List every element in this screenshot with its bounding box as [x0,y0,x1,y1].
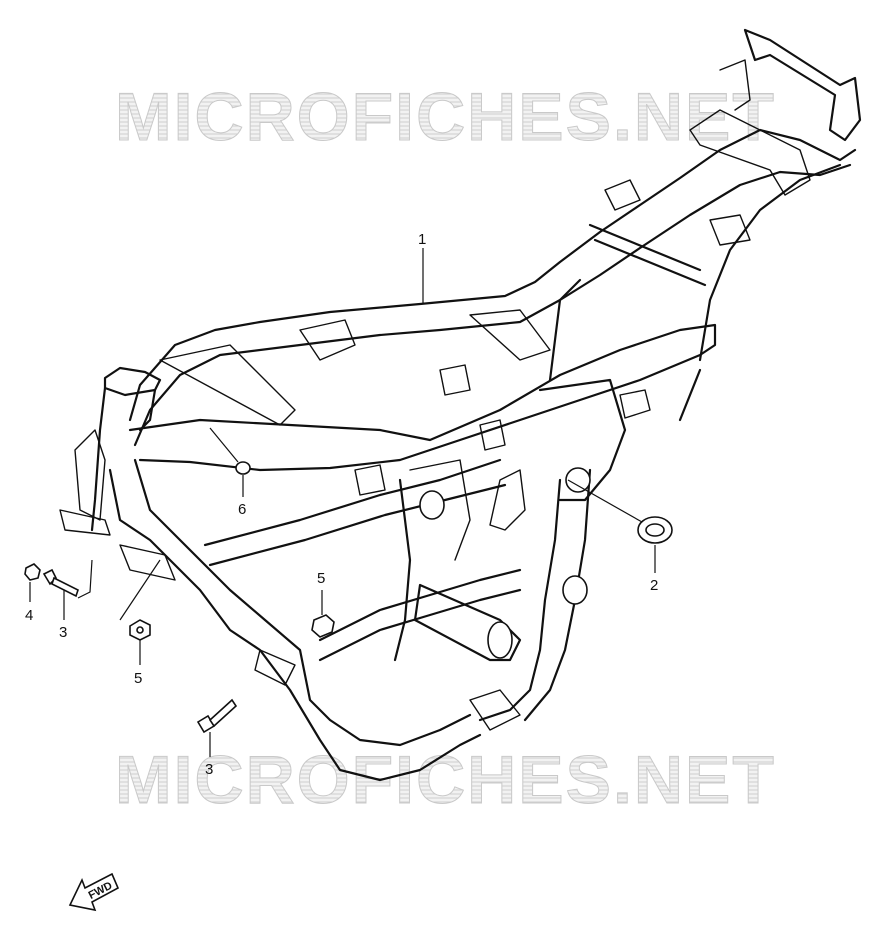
watermark-top: MICROFICHES.NET [115,79,776,155]
fwd-arrow-icon: FWD [68,872,120,912]
callout-bolt-left: 3 [59,624,67,641]
callout-cap: 6 [238,501,246,518]
main-frame [59,28,862,782]
grommet [637,516,673,544]
fwd-label: FWD [87,880,115,902]
nut-left [24,563,41,581]
callout-nut-bottom-left: 5 [134,670,142,687]
bolt-left [42,568,79,598]
nut-center [311,614,335,638]
callout-nut-left: 4 [25,607,33,624]
leader-lines [29,248,656,757]
cap [235,461,251,475]
callout-grommet: 2 [650,577,658,594]
bolt-bottom [196,698,238,734]
nut-bottom-left [129,619,151,641]
callout-nut-center: 5 [317,570,325,587]
callout-bolt-bottom: 3 [205,761,213,778]
callout-frame: 1 [418,231,426,248]
